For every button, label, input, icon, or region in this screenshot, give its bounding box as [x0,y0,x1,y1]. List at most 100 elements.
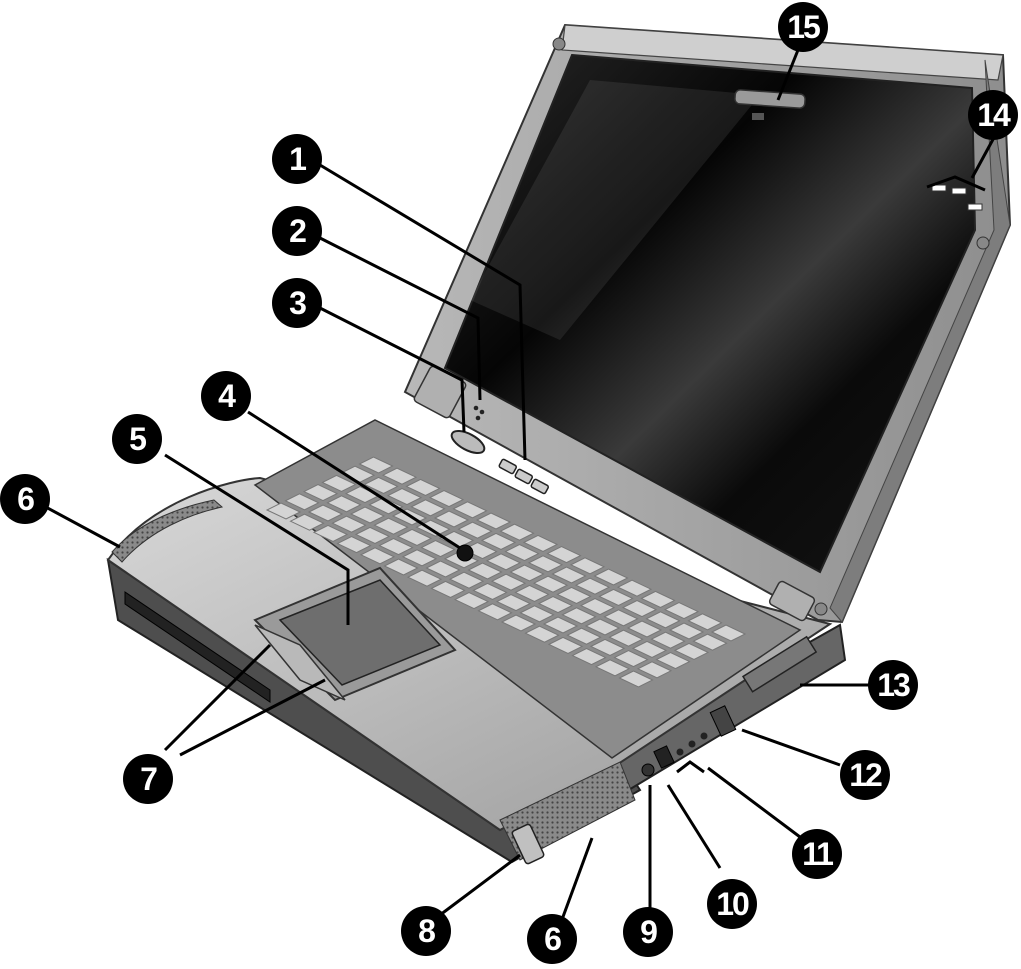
keyboard-key[interactable] [556,586,592,604]
keyboard-key[interactable] [616,579,653,597]
keyboard-key[interactable] [631,640,668,658]
keyboard-key[interactable] [321,474,357,492]
keyboard-key[interactable] [594,659,631,677]
keyboard-key[interactable] [368,497,404,515]
keyboard-key[interactable] [462,542,498,560]
keyboard-key[interactable] [363,476,399,494]
keyboard-key[interactable] [710,624,747,642]
keyboard-key[interactable] [551,566,587,584]
keyboard-key[interactable] [430,580,466,598]
keyboard-key[interactable] [289,513,325,531]
keyboard-key[interactable] [452,501,488,519]
keyboard-key[interactable] [302,484,339,502]
keyboard-key[interactable] [312,524,349,542]
display-release-latch[interactable] [734,89,806,120]
keyboard-key[interactable] [401,549,438,567]
keyboard-key[interactable] [574,577,611,595]
keyboard-key[interactable] [406,569,443,587]
keyboard-key[interactable] [663,602,700,620]
keyboard-key[interactable] [336,536,372,554]
keyboard-keys[interactable] [265,456,747,688]
keyboard-key[interactable] [650,631,686,649]
keyboard-key[interactable] [326,495,362,513]
keyboard-key[interactable] [673,642,710,660]
keyboard-key[interactable] [410,499,446,517]
keyboard-key[interactable] [636,661,673,679]
keyboard-key[interactable] [405,478,441,496]
keyboard-key[interactable] [433,510,470,528]
keyboard-key[interactable] [358,456,394,474]
keyboard-key[interactable] [500,614,537,632]
keyboard-key[interactable] [546,546,582,564]
power-button[interactable] [448,426,487,457]
cd-dvd-drive[interactable] [124,591,271,703]
keyboard-key[interactable] [499,523,535,541]
keyboard-key[interactable] [378,538,414,556]
usb-ports[interactable] [709,705,737,737]
keyboard-key[interactable] [354,526,391,544]
keyboard-key[interactable] [307,504,344,522]
keyboard-key[interactable] [645,611,681,629]
keyboard-key[interactable] [265,502,302,520]
keyboard-key[interactable] [655,652,691,670]
keyboard-key[interactable] [383,558,419,576]
keyboard-key[interactable] [579,598,616,616]
keyboard-key[interactable] [373,517,409,535]
keyboard-key[interactable] [569,557,606,575]
keyboard-key[interactable] [589,638,626,656]
keyboard-key[interactable] [472,582,508,600]
keyboard-key[interactable] [598,588,634,606]
pc-card-slot[interactable] [741,635,818,693]
keyboard-key[interactable] [532,575,569,593]
pointing-stick[interactable] [456,544,474,562]
keyboard-key[interactable] [621,600,658,618]
keyboard-key[interactable] [480,532,517,550]
audio-jacks[interactable] [676,732,708,756]
keyboard-key[interactable] [566,627,602,645]
keyboard-key[interactable] [425,560,461,578]
keyboard-key[interactable] [640,590,676,608]
keyboard-key[interactable] [571,648,607,666]
keyboard-key[interactable] [668,622,705,640]
keyboard-key[interactable] [490,573,527,591]
keyboard-key[interactable] [613,650,649,668]
one-touch-buttons[interactable] [498,458,549,495]
keyboard-key[interactable] [542,616,579,634]
dc-power-jack[interactable] [641,763,655,777]
keyboard-key[interactable] [495,594,532,612]
keyboard-key[interactable] [522,534,559,552]
network-port[interactable] [653,745,675,769]
keyboard-key[interactable] [561,607,597,625]
keyboard-key[interactable] [349,506,386,524]
keyboard-key[interactable] [692,633,728,651]
keyboard-key[interactable] [519,605,555,623]
keyboard-key[interactable] [626,620,663,638]
keyboard-key[interactable] [603,609,639,627]
keyboard-key[interactable] [537,596,574,614]
keyboard-key[interactable] [359,547,396,565]
battery-latch[interactable] [511,823,545,865]
keyboard-key[interactable] [386,488,423,506]
keyboard-key[interactable] [618,670,654,688]
keyboard-key[interactable] [477,603,513,621]
keyboard-key[interactable] [428,490,465,508]
keyboard-key[interactable] [331,515,367,533]
keyboard-key[interactable] [420,540,456,558]
keyboard-key[interactable] [284,493,320,511]
keyboard-key[interactable] [453,592,490,610]
keyboard-key[interactable] [524,625,560,643]
keyboard-key[interactable] [396,528,433,546]
keyboard-key[interactable] [584,618,621,636]
keyboard-key[interactable] [448,571,485,589]
keyboard-key[interactable] [527,555,564,573]
keyboard-key[interactable] [593,568,629,586]
keyboard-key[interactable] [509,564,545,582]
keyboard-key[interactable] [547,636,584,654]
keyboard-key[interactable] [475,512,512,530]
keyboard-key[interactable] [504,544,540,562]
keyboard-key[interactable] [457,521,493,539]
keyboard-key[interactable] [485,553,522,571]
keyboard-key[interactable] [608,629,644,647]
keyboard-key[interactable] [381,467,418,485]
keyboard-key[interactable] [687,613,723,631]
